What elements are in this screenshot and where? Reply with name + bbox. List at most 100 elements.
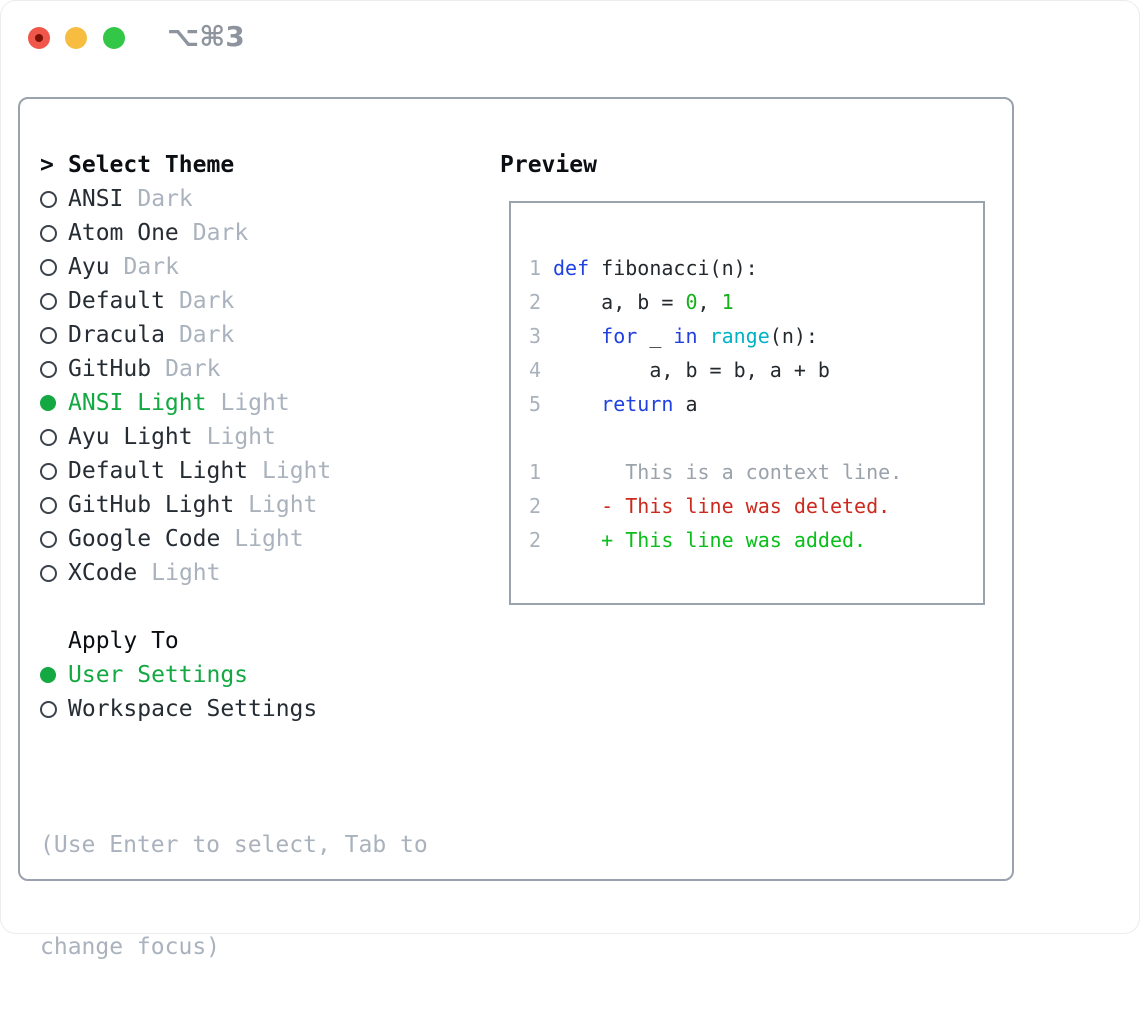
- theme-option-github[interactable]: GitHub Dark: [40, 352, 331, 386]
- theme-name: Google Code: [68, 526, 221, 552]
- radio-icon: [40, 701, 68, 718]
- radio-selected-icon: [40, 667, 68, 683]
- code-segment-plain: (n):: [769, 324, 818, 348]
- radio-icon: [40, 463, 68, 480]
- theme-name: Ayu: [68, 254, 110, 280]
- theme-variant-badge: Dark: [137, 186, 193, 212]
- theme-option-ansi[interactable]: ANSI Dark: [40, 182, 331, 216]
- code-line: [529, 421, 983, 455]
- theme-variant-badge: Dark: [178, 288, 235, 314]
- theme-option-xcode[interactable]: XCode Light: [40, 556, 331, 590]
- code-segment-kw: for: [601, 324, 638, 348]
- radio-icon: [40, 259, 68, 276]
- theme-option-atom-one[interactable]: Atom One Dark: [40, 216, 331, 250]
- line-number: 3: [529, 324, 542, 348]
- code-segment-num: 0: [685, 290, 698, 314]
- line-number: 5: [529, 392, 542, 416]
- radio-icon: [40, 191, 68, 208]
- code-segment-add: + This line was added.: [553, 528, 867, 552]
- radio-icon: [40, 225, 68, 242]
- code-segment-plain: [553, 324, 601, 348]
- code-segment-del: - This line was deleted.: [553, 494, 891, 518]
- code-segment-kw: in: [673, 324, 698, 348]
- theme-option-default-light[interactable]: Default Light Light: [40, 454, 331, 488]
- code-segment-kw: def: [553, 256, 590, 280]
- line-number: 2: [529, 528, 542, 552]
- theme-name: ANSI: [68, 186, 124, 212]
- radio-icon: [40, 293, 68, 310]
- radio-icon: [40, 429, 68, 446]
- theme-variant-badge: Dark: [192, 220, 249, 246]
- theme-option-google-code[interactable]: Google Code Light: [40, 522, 331, 556]
- theme-name: GitHub: [68, 356, 152, 382]
- theme-variant-badge: Light: [234, 526, 304, 552]
- theme-variant-badge: Dark: [123, 254, 179, 280]
- theme-list-header: > Select Theme: [40, 148, 331, 182]
- code-line: 2 a, b = 0, 1: [529, 285, 983, 319]
- code-line: 2 + This line was added.: [529, 523, 983, 557]
- radio-selected-icon: [40, 395, 68, 411]
- apply-to-title: Apply To: [68, 628, 179, 654]
- apply-option-workspace-settings[interactable]: Workspace Settings: [40, 692, 317, 726]
- code-line: 4 a, b = b, a + b: [529, 353, 983, 387]
- code-segment-plain: ,: [697, 290, 722, 314]
- code-segment-num: 1: [721, 290, 734, 314]
- theme-name: Atom One: [68, 220, 179, 246]
- theme-name: Default Light: [68, 458, 249, 484]
- radio-icon: [40, 531, 68, 548]
- theme-variant-badge: Dark: [165, 356, 221, 382]
- theme-name: ANSI Light: [68, 390, 207, 416]
- code-segment-plain: fibonacci(n):: [589, 256, 758, 280]
- theme-variant-badge: Light: [248, 492, 318, 518]
- apply-option-user-settings[interactable]: User Settings: [40, 658, 317, 692]
- radio-icon: [40, 327, 68, 344]
- theme-name: GitHub Light: [68, 492, 235, 518]
- code-segment-plain: a, b =: [553, 290, 686, 314]
- theme-name: Ayu Light: [68, 424, 193, 450]
- code-segment-ctx: This is a context line.: [553, 460, 903, 484]
- theme-name: Default: [68, 288, 165, 314]
- help-text: (Use Enter to select, Tab to change focu…: [40, 760, 428, 1032]
- theme-option-default[interactable]: Default Dark: [40, 284, 331, 318]
- help-line-1: (Use Enter to select, Tab to: [40, 832, 428, 858]
- theme-list-title: Select Theme: [68, 152, 235, 178]
- zoom-button-icon[interactable]: [103, 27, 125, 49]
- theme-option-ayu-light[interactable]: Ayu Light Light: [40, 420, 331, 454]
- radio-icon: [40, 497, 68, 514]
- theme-variant-badge: Dark: [178, 322, 235, 348]
- apply-option-label: User Settings: [68, 662, 249, 688]
- code-segment-kw: return: [601, 392, 674, 416]
- code-segment-plain: _: [637, 324, 674, 348]
- close-button-icon[interactable]: [28, 27, 50, 49]
- theme-option-github-light[interactable]: GitHub Light Light: [40, 488, 331, 522]
- code-segment-plain: [698, 324, 710, 348]
- minimize-button-icon[interactable]: [65, 27, 87, 49]
- theme-name: XCode: [68, 560, 138, 586]
- theme-option-ayu[interactable]: Ayu Dark: [40, 250, 331, 284]
- theme-name: Dracula: [68, 322, 165, 348]
- theme-option-dracula[interactable]: Dracula Dark: [40, 318, 331, 352]
- line-number: 1: [529, 460, 542, 484]
- code-segment-plain: a: [673, 392, 698, 416]
- line-number: 2: [529, 494, 542, 518]
- theme-variant-badge: Light: [206, 424, 276, 450]
- code-line: 3 for _ in range(n):: [529, 319, 983, 353]
- code-segment-builtin: range: [709, 324, 770, 348]
- prompt-icon: >: [40, 152, 54, 178]
- code-segment-plain: a, b = b, a + b: [553, 358, 830, 382]
- code-line: 2 - This line was deleted.: [529, 489, 983, 523]
- theme-variant-badge: Light: [151, 560, 221, 586]
- theme-variant-badge: Light: [262, 458, 332, 484]
- line-number: 2: [529, 290, 542, 314]
- apply-to-header: Apply To: [40, 624, 317, 658]
- code-segment-plain: [553, 392, 601, 416]
